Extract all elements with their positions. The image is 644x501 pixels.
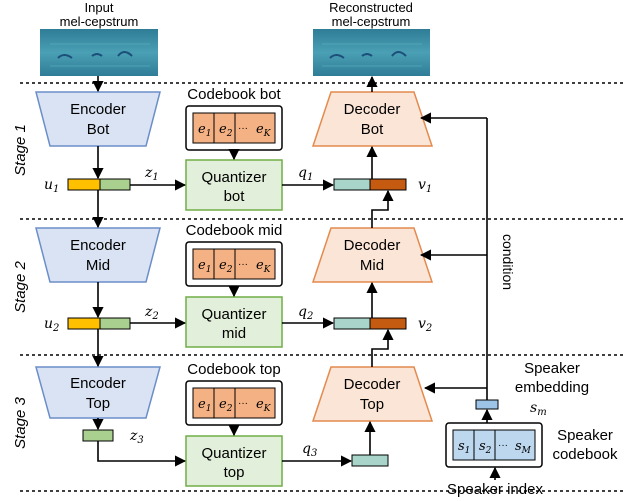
- latent-u1: [67, 178, 131, 191]
- encoder-mid-line2: Mid: [86, 257, 110, 274]
- label-q1: q1: [298, 165, 313, 183]
- codebook-entry: e1: [198, 397, 211, 414]
- quantizer-mid-line1: Quantizer: [201, 306, 266, 323]
- quantizer-mid: Quantizer mid: [185, 296, 283, 348]
- quantizer-top-line2: top: [224, 464, 245, 481]
- svg-text:···: ···: [498, 440, 508, 451]
- decoder-bot: Decoder Bot: [311, 91, 434, 147]
- label-u2: u2: [44, 316, 59, 334]
- speaker-embedding-line2: embedding: [515, 379, 589, 396]
- quantizer-bot-line1: Quantizer: [201, 169, 266, 186]
- speaker-embedding-line1: Speaker: [524, 360, 580, 377]
- codebook-top-title: Codebook top: [187, 361, 280, 378]
- speaker-entry: s1: [458, 439, 470, 456]
- svg-text:···: ···: [238, 123, 248, 134]
- decoder-top-line1: Decoder: [344, 376, 401, 393]
- quantizer-top: Quantizer top: [185, 435, 283, 487]
- encoder-top-line1: Encoder: [70, 375, 126, 392]
- vector-q2-v2: [333, 317, 407, 330]
- quantizer-mid-line2: mid: [222, 325, 246, 342]
- vector-q1-v1: [333, 178, 407, 191]
- speaker-entry: s2: [479, 439, 492, 456]
- quantizer-bot: Quantizer bot: [185, 159, 283, 211]
- decoder-mid-line1: Decoder: [344, 237, 401, 254]
- speaker-codebook-line2: codebook: [552, 446, 618, 463]
- stage-label: Stage 2: [12, 260, 29, 312]
- codebook-entry: e2: [219, 122, 233, 139]
- label-v2: v2: [418, 316, 432, 334]
- decoder-mid-line2: Mid: [360, 257, 384, 274]
- label-z3: z3: [129, 428, 144, 446]
- input-label-line2: mel-cepstrum: [60, 14, 139, 29]
- codebook-entry: e2: [219, 258, 233, 275]
- stage-label: Stage 1: [12, 124, 29, 176]
- speaker-index-label: Speaker index: [447, 481, 543, 498]
- arrows: [92, 75, 501, 480]
- svg-text:···: ···: [238, 398, 248, 409]
- codebook-mid: e1 e2 eK ···: [185, 241, 283, 287]
- decoder-top: Decoder Top: [311, 366, 434, 422]
- quantizer-bot-line2: bot: [224, 188, 246, 205]
- label-q3: q3: [302, 441, 317, 459]
- codebook-bot-title: Codebook bot: [187, 86, 281, 103]
- quantizer-top-line1: Quantizer: [201, 445, 266, 462]
- latent-z3: [82, 429, 114, 442]
- codebook-top: e1 e2 eK ···: [185, 380, 283, 426]
- decoder-top-line2: Top: [360, 396, 384, 413]
- encoder-bot-line2: Bot: [87, 121, 110, 138]
- label-sm: sm: [530, 400, 547, 418]
- latent-u2: [67, 317, 131, 330]
- encoder-mid-line1: Encoder: [70, 237, 126, 254]
- encoder-bot-line1: Encoder: [70, 101, 126, 118]
- input-label-line1: Input: [85, 0, 114, 15]
- output-spectrogram: [313, 29, 430, 76]
- codebook-entry: e2: [219, 397, 233, 414]
- vector-q3: [351, 454, 389, 467]
- encoder-bot: Encoder Bot: [35, 91, 161, 147]
- codebook-mid-title: Codebook mid: [186, 222, 283, 239]
- speaker-entry: sM: [515, 439, 532, 456]
- speaker-embedding-vector: [475, 399, 499, 410]
- stage-label: Stage 3: [12, 396, 29, 448]
- encoder-top: Encoder Top: [35, 366, 161, 419]
- label-u1: u1: [44, 177, 59, 195]
- codebook-entry: e1: [198, 122, 211, 139]
- output-label-line2: mel-cepstrum: [332, 14, 411, 29]
- encoder-top-line2: Top: [86, 395, 110, 412]
- decoder-mid: Decoder Mid: [311, 227, 434, 283]
- condition-label: condition: [500, 234, 516, 290]
- input-spectrogram: [40, 29, 158, 76]
- output-label-line1: Reconstructed: [329, 0, 413, 15]
- label-z2: z2: [144, 304, 159, 322]
- encoder-mid: Encoder Mid: [35, 227, 161, 283]
- decoder-bot-line2: Bot: [361, 121, 384, 138]
- speaker-codebook-line1: Speaker: [557, 427, 613, 444]
- codebook-bot: e1 e2 eK ···: [185, 105, 283, 151]
- codebook-entry: eK: [256, 122, 272, 139]
- speaker-codebook: s1 s2 sM ···: [445, 422, 543, 468]
- label-z1: z1: [144, 165, 159, 183]
- codebook-entry: eK: [256, 397, 272, 414]
- codebook-entry: eK: [256, 258, 272, 275]
- decoder-bot-line1: Decoder: [344, 101, 401, 118]
- label-v1: v1: [418, 177, 432, 195]
- codebook-entry: e1: [198, 258, 211, 275]
- label-q2: q2: [298, 304, 313, 322]
- svg-text:···: ···: [238, 259, 248, 270]
